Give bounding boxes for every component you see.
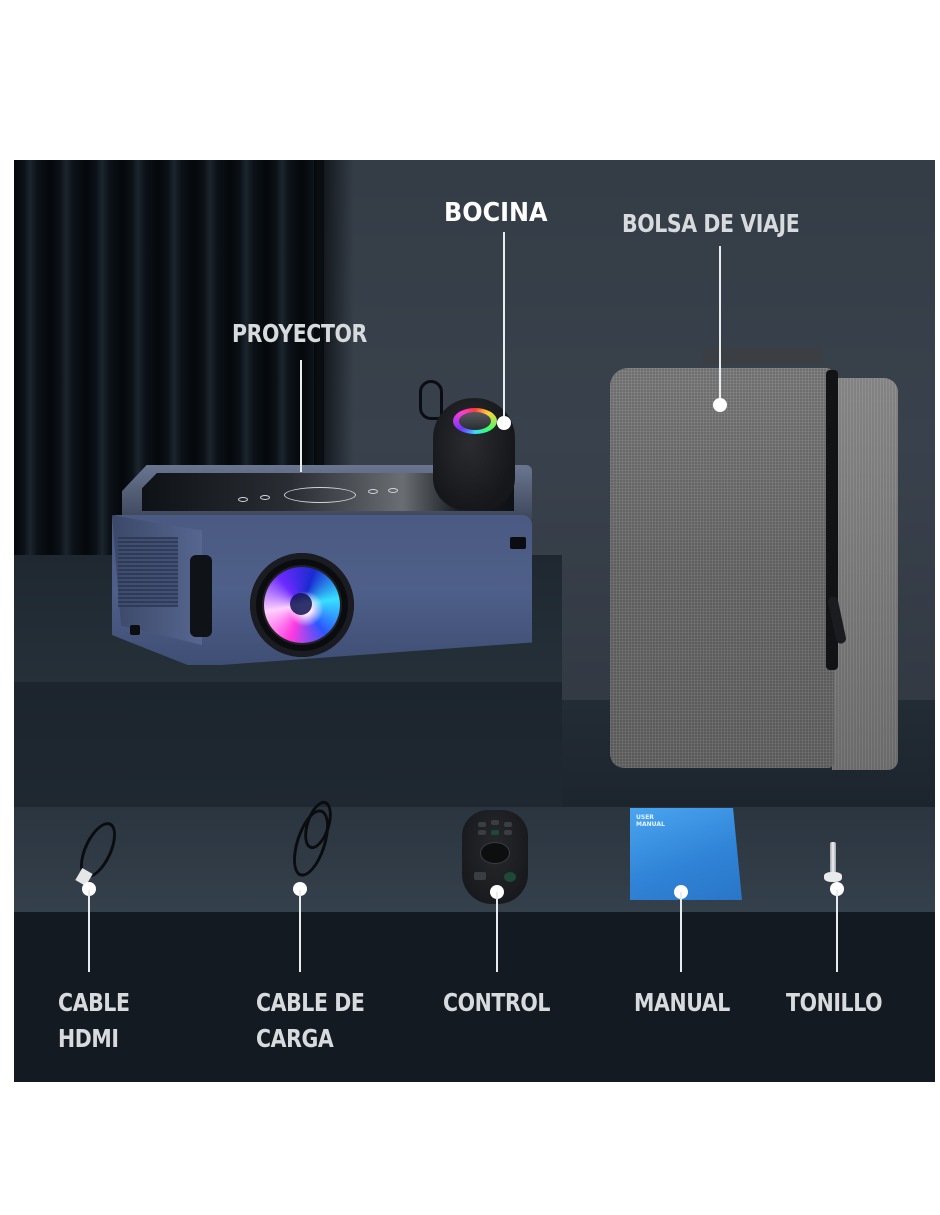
remote-button-icon [491,830,499,835]
remote-button-icon [474,872,486,880]
projector-lens-core [290,593,312,615]
label-projector: PROYECTOR [232,319,367,348]
display-platform-front [14,682,562,807]
speaker-callout-dot [497,416,511,430]
label-travel-bag: BOLSA DE VIAJE [622,209,800,238]
product-contents-panel: USER MANUAL PROYECTOR BOCINA BOLSA DE VI… [14,160,935,1082]
remote-power-button-icon [504,872,516,882]
touch-control-ring-icon [284,487,356,503]
bag-handle [702,348,822,364]
projector-handle [190,555,212,637]
hdmi-callout-dot [82,882,96,896]
manual-callout-line [680,892,682,972]
label-band [14,912,935,1082]
label-hdmi-cable-line2: HDMI [58,1024,119,1053]
screw-callout-line [836,890,838,972]
speaker-top-cap [459,412,491,430]
touch-button-icon [368,489,378,494]
travel-bag-image [606,348,906,778]
bag-callout-line [719,246,721,400]
screw-head [824,872,842,882]
label-remote-control: CONTROL [443,988,551,1017]
remote-callout-line [496,892,498,972]
screw-image [830,842,836,882]
power-port [130,625,140,635]
remote-button-icon [478,822,486,827]
bag-side [832,378,898,770]
remote-button-icon [504,822,512,827]
projector-image [112,465,532,665]
bag-callout-dot [713,398,727,412]
label-charging-cable-line2: CARGA [256,1024,334,1053]
ir-sensor [510,537,526,549]
user-manual-image: USER MANUAL [630,808,742,900]
bag-front [610,368,834,768]
projector-vent [118,537,178,607]
speaker-callout-line [503,232,505,422]
speaker-strap [419,380,443,420]
remote-button-icon [478,830,486,835]
hdmi-callout-line [88,890,90,972]
projector-callout-line [300,360,302,472]
manual-cover-title: USER MANUAL [636,814,665,828]
remote-dpad-icon [480,842,510,864]
label-speaker: BOCINA [444,198,548,228]
remote-button-icon [491,820,499,825]
touch-button-icon [238,497,248,502]
bag-zipper [826,370,838,670]
label-charging-cable-line1: CABLE DE [256,988,365,1017]
label-screw: TONILLO [786,988,883,1017]
label-hdmi-cable-line1: CABLE [58,988,130,1017]
touch-button-icon [388,488,398,493]
charging-callout-line [299,890,301,972]
screw-callout-dot [830,882,844,896]
touch-button-icon [260,495,270,500]
remote-control-image [462,810,528,904]
remote-button-icon [504,830,512,835]
label-manual: MANUAL [634,988,730,1017]
charging-callout-dot [293,882,307,896]
